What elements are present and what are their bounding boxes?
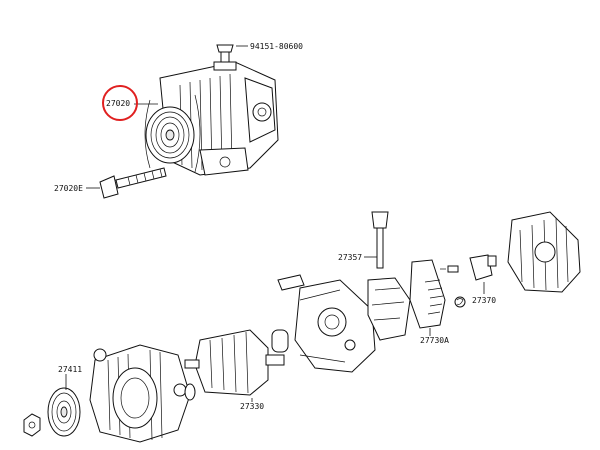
- washer[interactable]: [454, 296, 466, 308]
- small-screw[interactable]: [440, 265, 459, 273]
- regulator[interactable]: [409, 259, 446, 329]
- rotor[interactable]: [184, 329, 285, 396]
- callout-bolt-top: 94151-80600: [250, 42, 303, 51]
- long-bolt[interactable]: [99, 167, 167, 199]
- callout-pulley[interactable]: 27411: [58, 365, 82, 374]
- callout-long-bolt[interactable]: 27020E: [54, 184, 83, 193]
- brush-holder[interactable]: [367, 211, 411, 341]
- highlight-circle: [102, 85, 138, 121]
- alternator-assembly[interactable]: [144, 44, 279, 176]
- rear-end-cover[interactable]: [507, 211, 581, 293]
- callout-rotor[interactable]: 27330: [240, 402, 264, 411]
- callout-brush-holder[interactable]: 27357: [338, 253, 362, 262]
- terminal-cover[interactable]: [469, 254, 497, 281]
- callout-terminal-cover[interactable]: 27370: [472, 296, 496, 305]
- front-housing[interactable]: [89, 344, 191, 443]
- spacer-ring[interactable]: [184, 383, 196, 401]
- o-ring[interactable]: [271, 329, 289, 353]
- callout-regulator[interactable]: 27730A: [420, 336, 449, 345]
- rear-housing[interactable]: [277, 274, 376, 373]
- pulley[interactable]: [47, 387, 81, 437]
- pulley-nut[interactable]: [23, 413, 41, 437]
- callout-alternator-assy[interactable]: 27020: [106, 99, 130, 108]
